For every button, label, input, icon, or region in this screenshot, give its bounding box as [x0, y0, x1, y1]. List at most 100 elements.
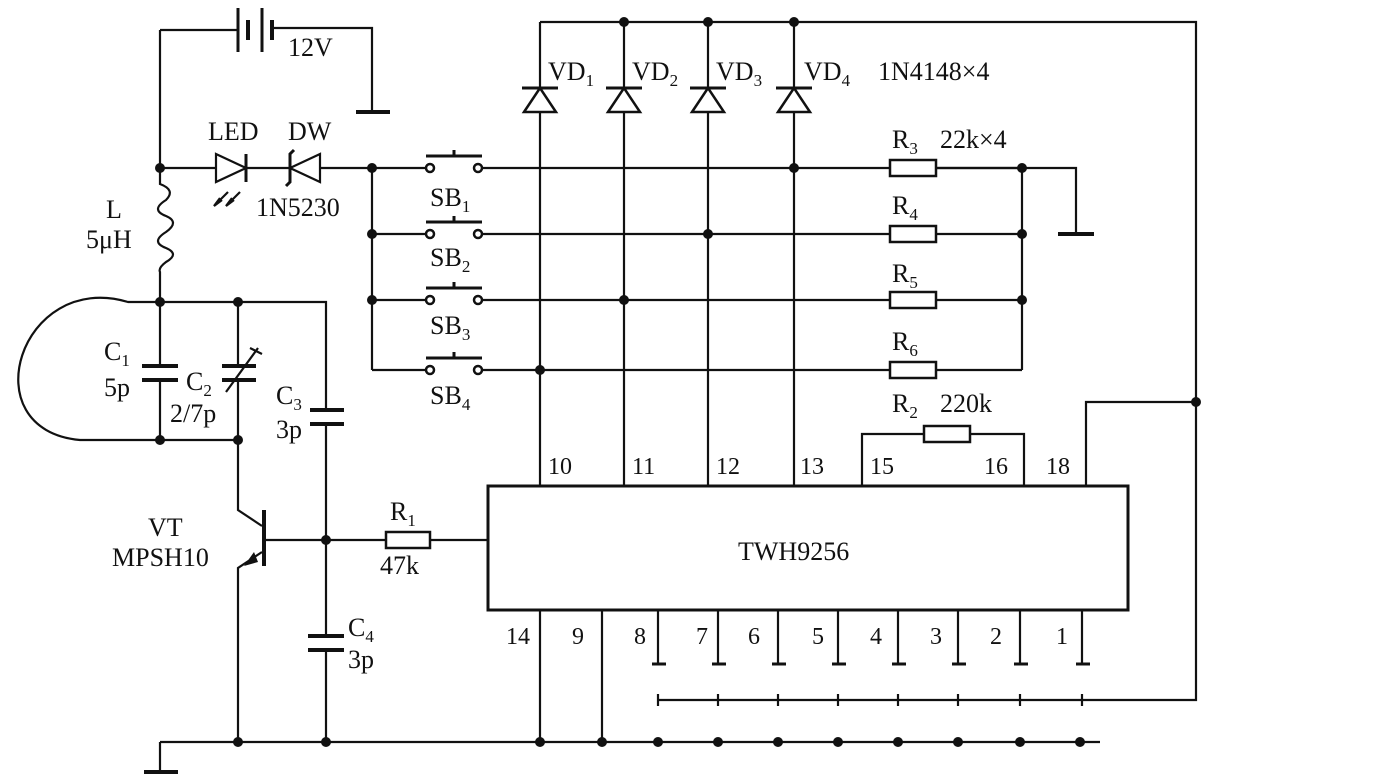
c3-sub: 3 [293, 395, 302, 414]
r6-name: R [892, 327, 910, 356]
svg-text:SB2: SB2 [430, 243, 470, 276]
c2-name: C [186, 367, 203, 396]
r4-sub: 4 [909, 205, 918, 224]
svg-text:VD1: VD1 [548, 57, 594, 90]
ic-pin-15: 15 [870, 454, 894, 480]
ic-pin-8: 8 [634, 624, 646, 650]
ic-pin-4: 4 [870, 624, 882, 650]
ground-bus [144, 740, 1100, 774]
vd2-sub: 2 [670, 71, 679, 90]
led-label: LED [208, 117, 259, 146]
inductor: L 5μH [86, 168, 175, 302]
c4-sub: 4 [365, 627, 374, 646]
svg-text:C4: C4 [348, 613, 374, 646]
junction-dots [155, 17, 1201, 747]
ic-name: TWH9256 [738, 537, 849, 566]
svg-text:C1: C1 [104, 337, 130, 370]
vd4-sub: 4 [842, 71, 851, 90]
c2-sub: 2 [203, 381, 212, 400]
c1-name: C [104, 337, 121, 366]
svg-text:R4: R4 [892, 191, 918, 224]
c1-value: 5p [104, 373, 130, 402]
ic-pin-2: 2 [990, 624, 1002, 650]
capacitor-c2: C2 2/7p [160, 300, 328, 442]
r3-value: 22k×4 [940, 125, 1007, 154]
svg-text:C3: C3 [276, 381, 302, 414]
c3-name: C [276, 381, 293, 410]
zener-label: DW [288, 117, 332, 146]
vd4-name: VD [804, 57, 842, 86]
battery: 12V [158, 8, 390, 168]
svg-text:R6: R6 [892, 327, 918, 360]
svg-text:VD2: VD2 [632, 57, 678, 90]
svg-text:R5: R5 [892, 259, 918, 292]
ic-pin-10: 10 [548, 454, 572, 480]
sb4-name: SB [430, 381, 462, 410]
vd2-name: VD [632, 57, 670, 86]
switch-bank: SB1 SB2 SB3 SB4 [370, 150, 1022, 414]
c4-value: 3p [348, 645, 374, 674]
resistor-ladder: R3 22k×4 R4 R5 R6 [888, 125, 1094, 380]
ic-bottom-leads [538, 610, 1090, 742]
ic-pin-3: 3 [930, 624, 942, 650]
svg-text:R3: R3 [892, 125, 918, 158]
diode-bank: VD1 VD2 VD3 VD4 1N4148×4 [521, 20, 1198, 486]
ic-pin-5: 5 [812, 624, 824, 650]
capacitor-c4: C4 3p [308, 540, 374, 742]
transistor-vt: VT MPSH10 [112, 440, 326, 742]
resistor-r1: R1 47k [326, 497, 488, 580]
resistor-r2: R2 220k [860, 389, 1026, 486]
transistor-name: VT [148, 513, 183, 542]
r1-value: 47k [380, 551, 419, 580]
ic-pin-13: 13 [800, 454, 824, 480]
ic-pin-1: 1 [1056, 624, 1068, 650]
vd1-name: VD [548, 57, 586, 86]
sb3-name: SB [430, 311, 462, 340]
capacitor-c1: C1 5p [104, 302, 178, 440]
diodes-part-label: 1N4148×4 [878, 57, 989, 86]
led: LED [160, 117, 290, 207]
sb2-name: SB [430, 243, 462, 272]
svg-text:R1: R1 [390, 497, 416, 530]
c4-name: C [348, 613, 365, 642]
svg-text:SB3: SB3 [430, 311, 470, 344]
r2-value: 220k [940, 389, 992, 418]
vd3-sub: 3 [754, 71, 763, 90]
svg-text:VD3: VD3 [716, 57, 762, 90]
r1-name: R [390, 497, 408, 526]
transistor-part: MPSH10 [112, 543, 209, 572]
inductor-value: 5μH [86, 225, 132, 254]
r4-name: R [892, 191, 910, 220]
vd1-sub: 1 [586, 71, 595, 90]
r5-sub: 5 [909, 273, 918, 292]
svg-text:R2: R2 [892, 389, 918, 422]
ic-twh9256: TWH9256 10 11 12 13 15 16 18 14 9 8 7 6 … [486, 454, 1130, 650]
ic-pin-9: 9 [572, 624, 584, 650]
ic-pin-11: 11 [632, 454, 655, 480]
battery-label: 12V [288, 33, 333, 62]
sb1-sub: 1 [462, 197, 471, 216]
ic-pin-18: 18 [1046, 454, 1070, 480]
inductor-name: L [106, 195, 122, 224]
c2-value: 2/7p [170, 399, 216, 428]
r2-sub: 2 [909, 403, 918, 422]
sb1-name: SB [430, 183, 462, 212]
ic-pin-16: 16 [984, 454, 1008, 480]
sb4-sub: 4 [462, 395, 471, 414]
zener-diode: DW 1N5230 [256, 117, 372, 222]
sb3-sub: 3 [462, 325, 471, 344]
ic-pin-14: 14 [506, 624, 530, 650]
svg-text:VD4: VD4 [804, 57, 851, 90]
zener-part-label: 1N5230 [256, 193, 340, 222]
svg-text:SB1: SB1 [430, 183, 470, 216]
c3-value: 3p [276, 415, 302, 444]
capacitor-c3: C3 3p [276, 381, 344, 540]
svg-text:SB4: SB4 [430, 381, 471, 414]
vd3-name: VD [716, 57, 754, 86]
sb2-sub: 2 [462, 257, 471, 276]
ic-pin-12: 12 [716, 454, 740, 480]
r3-name: R [892, 125, 910, 154]
c1-sub: 1 [121, 351, 130, 370]
svg-text:C2: C2 [186, 367, 212, 400]
